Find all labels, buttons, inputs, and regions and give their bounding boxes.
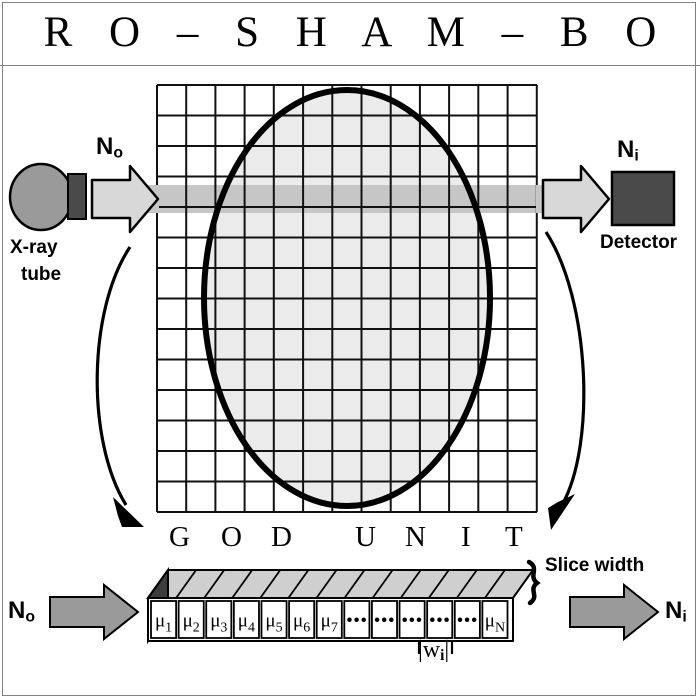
caption-letter-d: D bbox=[271, 521, 292, 553]
detector-flux-label: Ni bbox=[617, 136, 639, 165]
right-curved-arrow bbox=[544, 231, 586, 506]
slice-cell-label-ellipsis: ••• bbox=[374, 611, 395, 632]
slice-width-brace bbox=[526, 559, 541, 606]
incident-flux-label: No bbox=[96, 133, 124, 162]
slice-cell bbox=[177, 600, 205, 639]
slice-cell-label-mu: μ7 bbox=[321, 611, 338, 636]
slice-cell-label-mu: μ2 bbox=[183, 611, 200, 636]
right-curved-arrowhead bbox=[548, 494, 575, 530]
xray-tube-label-line2: tube bbox=[21, 264, 62, 285]
slice-cell bbox=[315, 600, 343, 639]
slice-cell bbox=[371, 600, 398, 639]
phantom-grid bbox=[156, 84, 538, 513]
slice-output-flux-label: Ni bbox=[665, 597, 687, 626]
caption-letter-g: G bbox=[169, 521, 190, 553]
slice-cell bbox=[205, 600, 233, 639]
slice-top-dividers bbox=[175, 569, 506, 599]
slice-cell-label-mu: μ3 bbox=[210, 611, 227, 636]
caption-letter-i: I bbox=[461, 521, 471, 553]
slice-cell-label-mu: μ6 bbox=[293, 611, 310, 636]
xray-tube-label-line1: X-ray bbox=[10, 237, 58, 258]
caption-letter-n: N bbox=[405, 521, 426, 553]
exit-beam-arrow bbox=[541, 164, 611, 234]
slice-cell-label-ellipsis: ••• bbox=[346, 611, 367, 632]
slice-width-label: Slice width bbox=[545, 555, 645, 576]
caption-letter-u: U bbox=[355, 521, 376, 553]
title-bar: R O – S H A M – B O bbox=[0, 0, 700, 66]
slice-cell bbox=[288, 600, 316, 639]
caption-letter-o: O bbox=[221, 521, 242, 553]
slice-cell bbox=[260, 600, 288, 639]
slice-cell-label-mu: μ1 bbox=[155, 611, 172, 636]
slice-output-arrow bbox=[569, 582, 660, 642]
slice-input-arrow bbox=[49, 582, 140, 642]
left-curved-arrowhead bbox=[113, 497, 144, 527]
page-title: R O – S H A M – B O bbox=[43, 9, 670, 56]
slice-cell-label-mu: μ5 bbox=[265, 611, 282, 636]
slice-cell bbox=[150, 600, 178, 639]
slice-cell-label-ellipsis: ••• bbox=[401, 611, 422, 632]
phantom-ellipse-outline bbox=[201, 87, 493, 509]
slice-cells-group: μ1 μ2 μ3 μ4 μ5 μ6 μ7 ••• ••• ••• ••• ••• μN bbox=[150, 600, 509, 639]
slice-cell-label-mu: μ4 bbox=[238, 611, 255, 636]
caption-letter-t: T bbox=[505, 521, 523, 553]
slice-cell-label-mu: μN bbox=[485, 611, 505, 636]
slice-cell-label-ellipsis: ••• bbox=[457, 611, 478, 632]
slice-cell bbox=[343, 600, 371, 639]
xray-tube-body bbox=[8, 162, 74, 232]
slice-cell bbox=[426, 600, 454, 639]
beam-strip-left bbox=[157, 185, 537, 213]
xray-tube-collimator bbox=[67, 173, 87, 220]
detector-label: Detector bbox=[600, 232, 678, 253]
slice-input-flux-label: No bbox=[8, 597, 36, 626]
weight-label: |wi| bbox=[418, 637, 450, 665]
slice-cell-label-ellipsis: ••• bbox=[429, 611, 450, 632]
slice-cell bbox=[232, 600, 260, 639]
slice-top-face bbox=[146, 569, 535, 599]
slice-cell bbox=[453, 600, 481, 639]
left-curved-arrow bbox=[95, 246, 132, 506]
detector-block bbox=[610, 170, 676, 227]
weight-tick-marks bbox=[417, 641, 454, 654]
slice-cell bbox=[398, 600, 426, 639]
slice-cell bbox=[481, 600, 509, 639]
incident-beam-arrow bbox=[90, 164, 160, 234]
